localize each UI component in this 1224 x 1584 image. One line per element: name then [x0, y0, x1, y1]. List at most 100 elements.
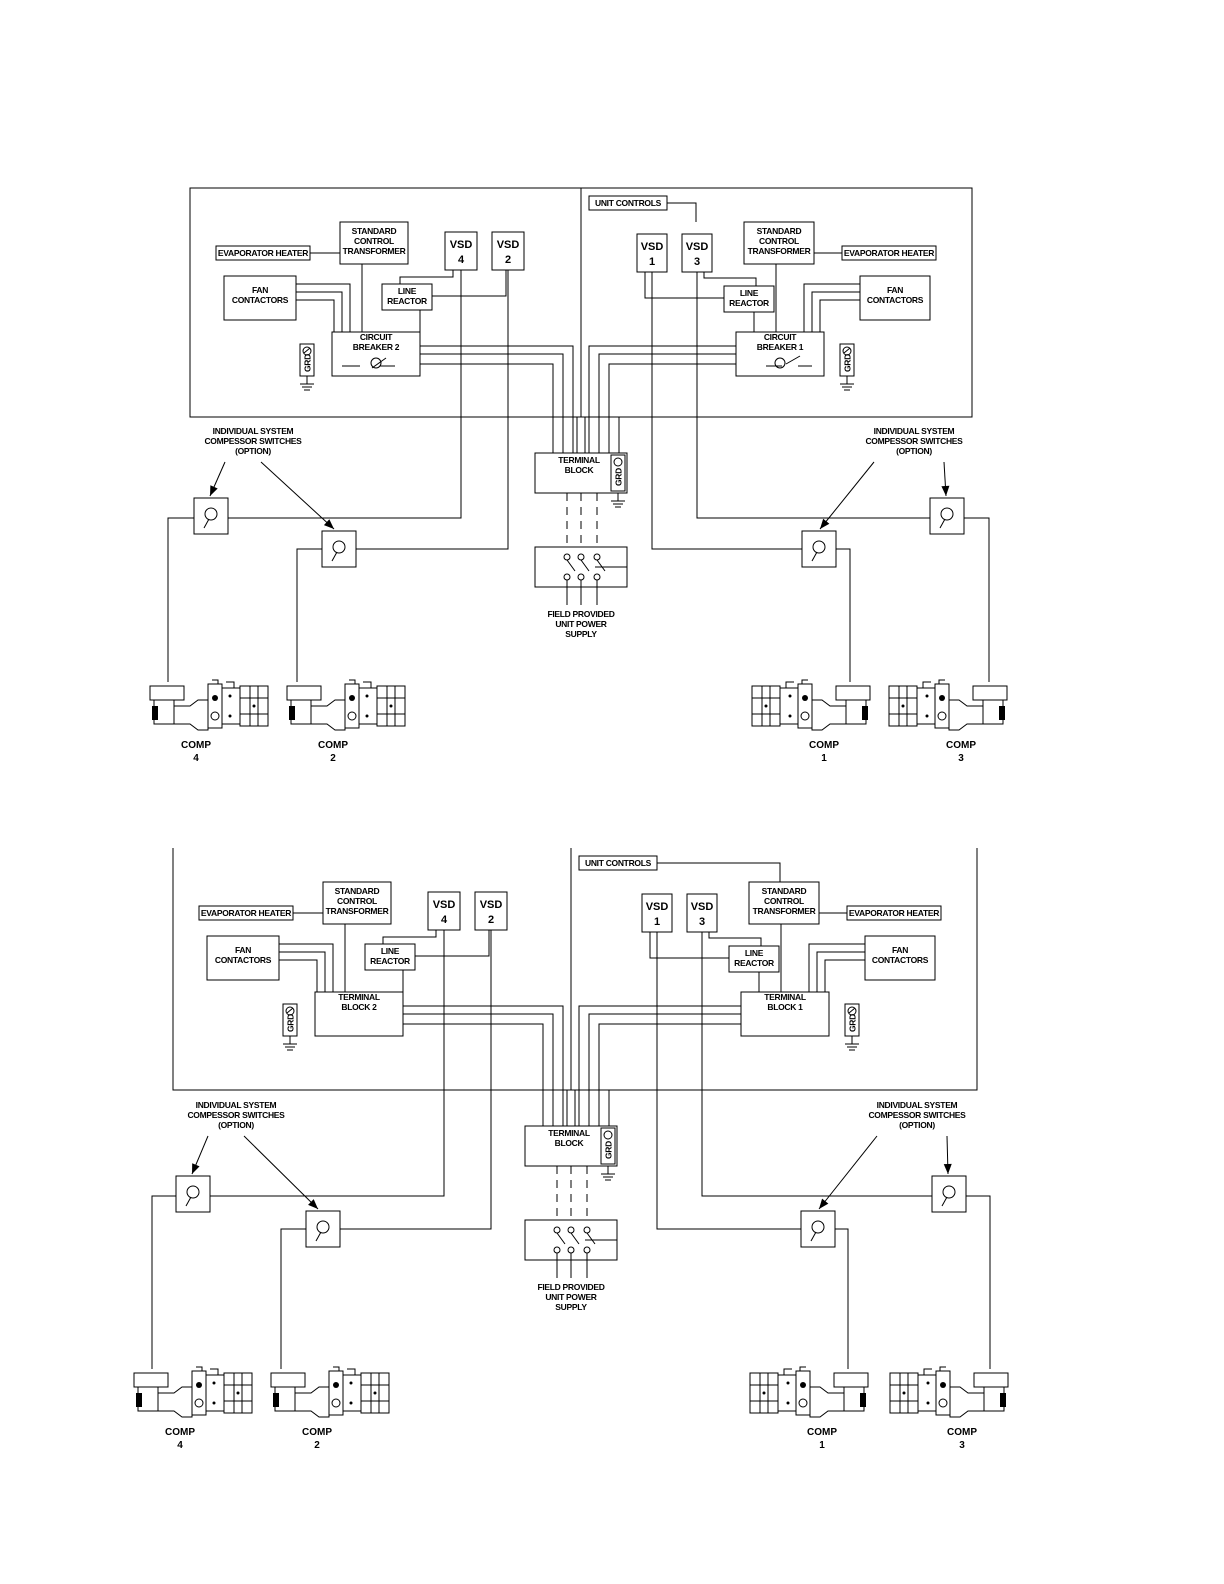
label: 3	[958, 753, 964, 764]
label: 2	[314, 1440, 320, 1451]
compressor-switch[interactable]	[801, 530, 837, 568]
label: COMP	[302, 1427, 332, 1438]
bolt	[762, 1391, 766, 1395]
label: TERMINAL	[764, 992, 806, 1002]
line-reactor-box	[381, 283, 433, 311]
label: COMP	[946, 740, 976, 751]
bolt	[788, 694, 792, 698]
switch-box	[800, 1210, 836, 1248]
arrowhead-icon	[943, 1163, 952, 1174]
label: BREAKER 2	[353, 342, 400, 352]
left-panel: EVAPORATOR HEATERSTANDARDCONTROLTRANSFOR…	[198, 881, 568, 1126]
terminal-dot	[349, 695, 355, 701]
label: 1	[654, 916, 660, 928]
label: INDIVIDUAL SYSTEM	[874, 426, 955, 436]
bolt	[212, 1381, 216, 1385]
compressor-icon	[889, 1366, 1009, 1418]
label: 3	[959, 1440, 965, 1451]
label: REACTOR	[370, 956, 410, 966]
screw-icon	[847, 1006, 857, 1016]
compressor-switch[interactable]	[321, 530, 357, 568]
label: COMP	[318, 740, 348, 751]
terminal-dot	[938, 1398, 948, 1408]
label: 3	[694, 256, 700, 268]
compressor-switch[interactable]	[193, 497, 229, 535]
arrowhead-icon	[941, 485, 950, 496]
label: EVAPORATOR HEATER	[849, 908, 939, 918]
breaker-handle-icon	[774, 357, 786, 369]
terminal-dot	[347, 711, 357, 721]
compressor-2: COMP 2	[286, 679, 406, 764]
label: LINE	[745, 948, 764, 958]
transformer-box	[743, 221, 815, 265]
screw-icon	[842, 346, 852, 356]
label: LINE	[740, 288, 759, 298]
label: REACTOR	[729, 298, 769, 308]
terminal-dot	[800, 1382, 806, 1388]
label: BLOCK 1	[767, 1002, 803, 1012]
label: 4	[177, 1440, 183, 1451]
label: TERMINAL	[548, 1128, 590, 1138]
fan-contactors-box	[223, 275, 297, 321]
bolt	[236, 1391, 240, 1395]
label: TRANSFORMER	[326, 906, 389, 916]
label: REACTOR	[387, 296, 427, 306]
label: FAN	[892, 945, 908, 955]
compressor-switch[interactable]	[175, 1175, 211, 1213]
bolt	[926, 1381, 930, 1385]
screw-icon	[613, 457, 623, 467]
label: TRANSFORMER	[753, 906, 816, 916]
vsd-1-box	[641, 893, 673, 933]
label: BLOCK	[565, 465, 595, 475]
terminal-dot	[210, 711, 220, 721]
line-reactor-box	[723, 285, 775, 313]
compressor-switch[interactable]	[931, 1175, 967, 1213]
label: VSD	[480, 899, 503, 911]
bolt	[349, 1381, 353, 1385]
bolt	[926, 1401, 930, 1405]
label: 1	[649, 256, 655, 268]
label: FAN	[235, 945, 251, 955]
compressor-switch[interactable]	[800, 1210, 836, 1248]
bolt	[901, 704, 905, 708]
label: TERMINAL	[558, 455, 600, 465]
line-reactor-box	[728, 945, 780, 973]
arrowhead-icon	[192, 1163, 200, 1174]
label: COMP	[947, 1427, 977, 1438]
compressor-switch[interactable]	[929, 497, 965, 535]
label: CONTACTORS	[232, 295, 289, 305]
screw-icon	[302, 346, 312, 356]
label: STANDARD	[762, 886, 807, 896]
terminal-dot	[196, 1382, 202, 1388]
label: CONTROL	[354, 236, 394, 246]
label: COMPESSOR SWITCHES	[204, 436, 302, 446]
compressor-switch[interactable]	[305, 1210, 341, 1248]
unit-controls: UNIT CONTROLS	[578, 855, 781, 882]
vsd-4-box	[444, 231, 478, 271]
fan-contactors-box	[864, 935, 936, 981]
label: FIELD PROVIDED	[537, 1282, 604, 1292]
terminal-dot	[937, 711, 947, 721]
compressor-3: COMP 3	[889, 1366, 1009, 1451]
label: VSD	[691, 901, 714, 913]
label: COMP	[807, 1427, 837, 1438]
label: COMP	[181, 740, 211, 751]
unit-controls: UNIT CONTROLS	[588, 195, 697, 222]
label: VSD	[686, 241, 709, 253]
label: VSD	[646, 901, 669, 913]
label: CIRCUIT	[360, 332, 393, 342]
label: BREAKER 1	[757, 342, 804, 352]
switch-knob-icon	[316, 1220, 330, 1234]
switch-knob-icon	[186, 1185, 200, 1199]
right-panel: EVAPORATOR HEATERSTANDARDCONTROLTRANSFOR…	[584, 221, 937, 453]
label: 2	[330, 753, 336, 764]
foot	[860, 1393, 866, 1407]
label: EVAPORATOR HEATER	[844, 248, 934, 258]
switch-knob-icon	[204, 507, 218, 521]
label: 3	[699, 916, 705, 928]
label: UNIT CONTROLS	[585, 858, 652, 868]
label: COMP	[809, 740, 839, 751]
grd-label: GRD	[286, 1014, 296, 1032]
label: (OPTION)	[218, 1120, 254, 1130]
